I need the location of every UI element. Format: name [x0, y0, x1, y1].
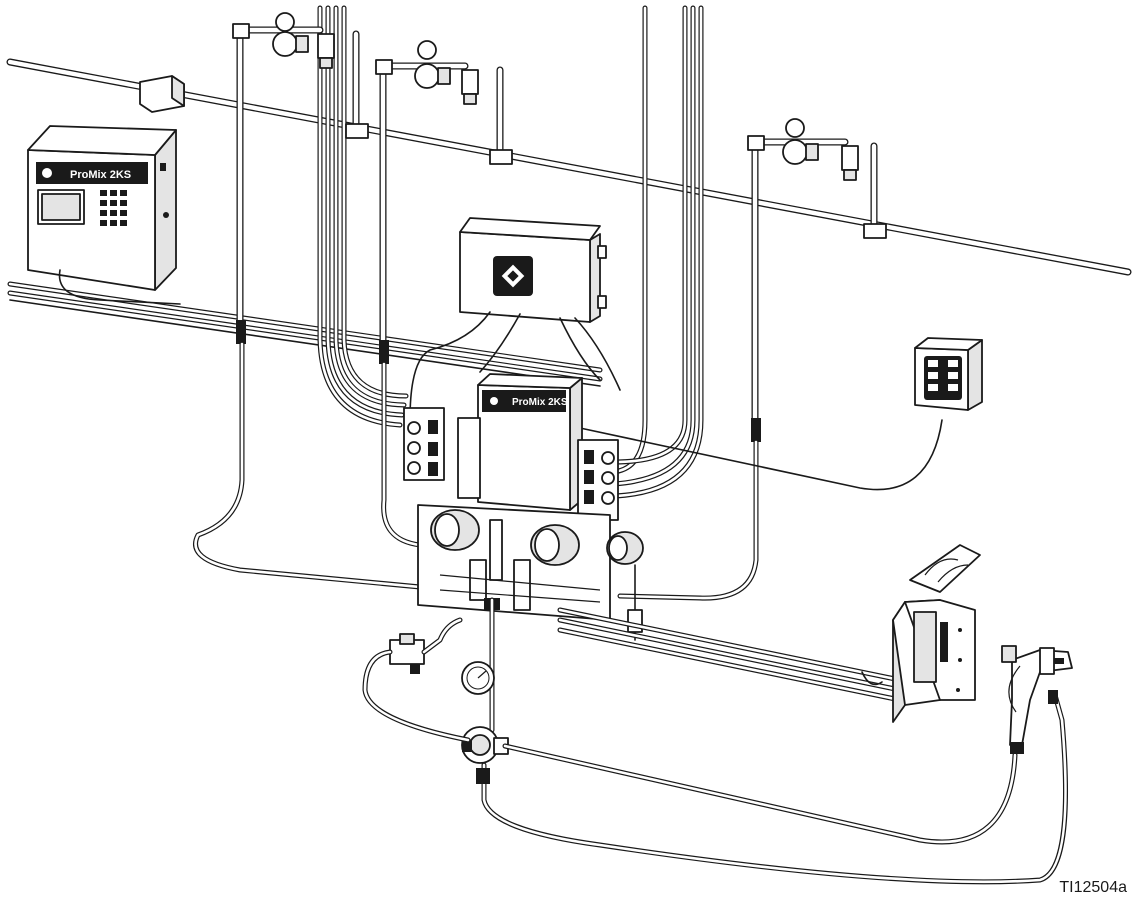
- flow-meter-a: [430, 509, 480, 551]
- gun-air-regulator: [461, 597, 509, 764]
- display-module: ProMix 2KS: [27, 125, 181, 305]
- graco-logo-icon: [501, 264, 525, 288]
- flow-meter-b: [530, 524, 580, 566]
- product-hose-bundle: [557, 607, 903, 703]
- fluid-station: ProMix 2KS: [403, 373, 644, 641]
- air-regulator-2: [414, 40, 451, 89]
- spray-gun: [1001, 645, 1073, 754]
- air-regulator-3: [782, 118, 819, 165]
- gun-holder-lid: [909, 544, 981, 593]
- dump-valve: [389, 617, 463, 674]
- air-pressure-gauge: [461, 661, 495, 695]
- right-catalyst-valve-stack: [577, 439, 619, 521]
- junction-box: [139, 75, 185, 113]
- air-filter-2: [461, 69, 479, 105]
- keypad: [100, 190, 127, 226]
- left-color-valve-stack: [403, 407, 445, 481]
- main-air-header-pipe: [6, 58, 1132, 276]
- regulator-body: [461, 726, 509, 764]
- solvent-flow-switch: [606, 531, 644, 565]
- gun-flush-box: [892, 544, 981, 723]
- left-vertical-hose-bundle: [317, 5, 409, 428]
- air-drop-1: [232, 12, 369, 344]
- air-regulator-1: [272, 12, 309, 57]
- booth-control: [914, 337, 983, 411]
- display-module-label: ProMix 2KS: [70, 169, 131, 181]
- gun-hoses: [362, 649, 1069, 885]
- air-filter-1: [317, 33, 335, 69]
- air-drop-3: [747, 118, 887, 442]
- graco-logo-icon: [42, 168, 52, 178]
- feed-hoses: [193, 341, 943, 607]
- air-filter-3: [841, 145, 859, 181]
- air-drop-2: [375, 40, 513, 364]
- figure-id-label: TI12504a: [1059, 879, 1127, 896]
- control-box: [409, 217, 621, 421]
- right-vertical-hose-bundle: [609, 5, 704, 499]
- graco-logo-icon: [490, 397, 498, 405]
- fluid-station-label: ProMix 2KS: [512, 397, 568, 408]
- lower-hose-bundle: [7, 281, 603, 387]
